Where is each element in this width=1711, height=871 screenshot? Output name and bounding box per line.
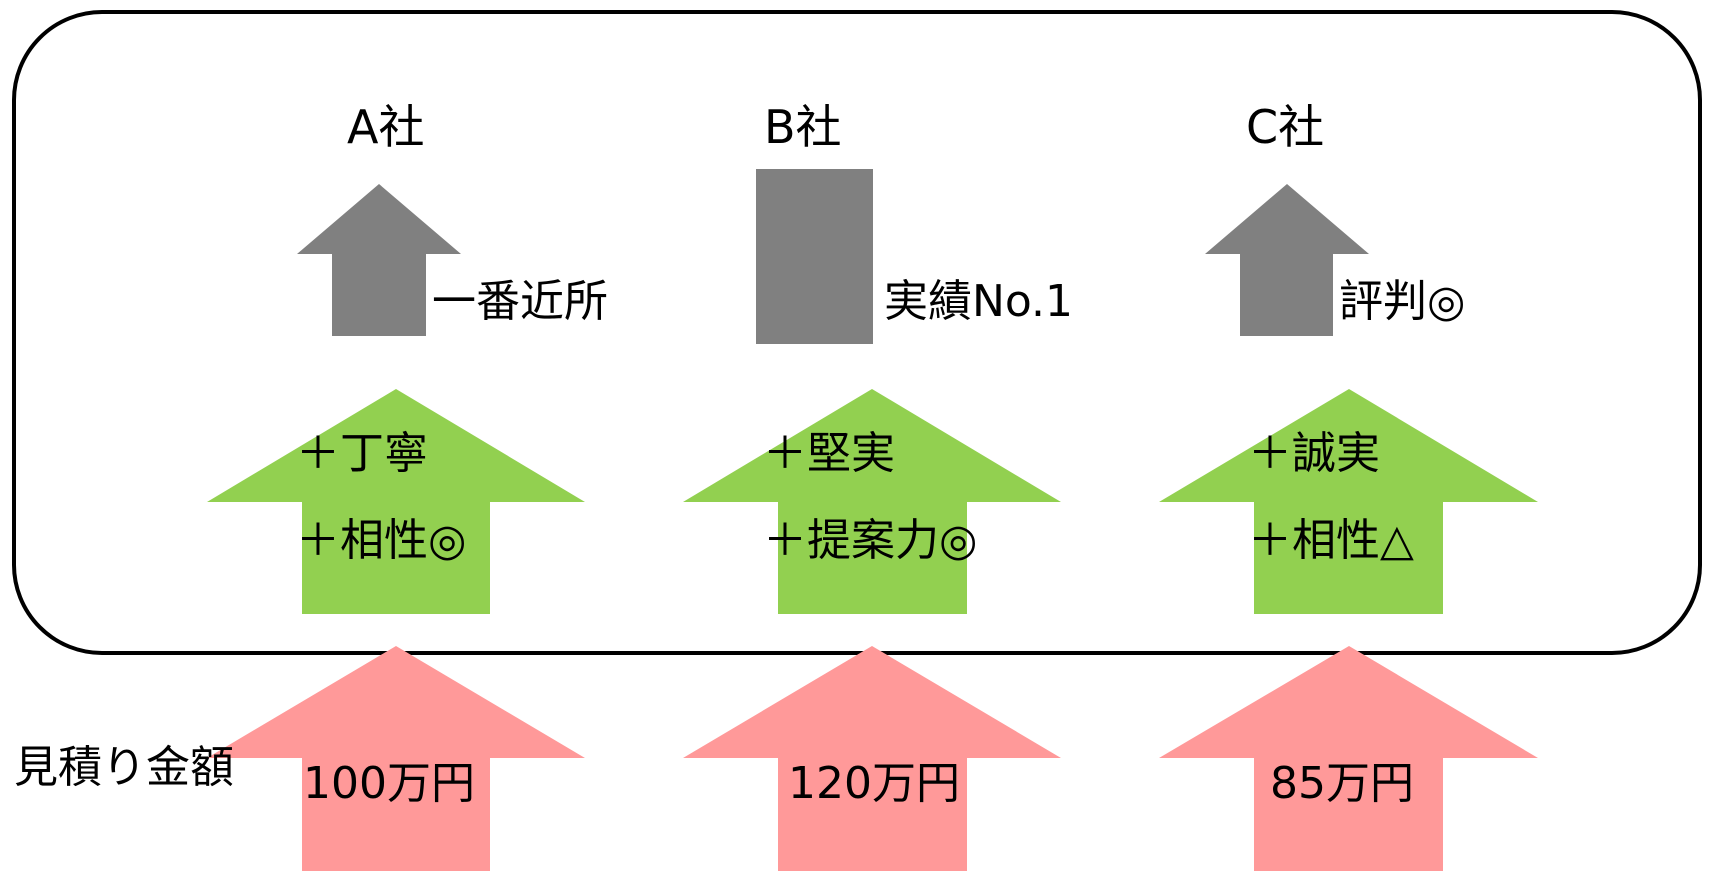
- pink-up-arrow-b: [683, 646, 1061, 871]
- gray-up-arrow-a: [297, 184, 461, 336]
- company-name-a: A社: [347, 100, 425, 154]
- green-up-arrow-c: [1159, 389, 1538, 614]
- plus-c-2: ＋相性△: [1248, 515, 1414, 566]
- price-a: 100万円: [303, 758, 475, 809]
- price-c: 85万円: [1270, 758, 1414, 809]
- gray-rect-b: [756, 169, 873, 344]
- estimate-label: 見積り金額: [14, 742, 234, 793]
- company-name-c: C社: [1246, 100, 1325, 154]
- plus-a-2: ＋相性◎: [296, 515, 467, 566]
- feature-a: 一番近所: [432, 276, 608, 327]
- green-up-arrow-a: [207, 389, 585, 614]
- green-up-arrow-b: [683, 389, 1061, 614]
- company-name-b: B社: [764, 100, 842, 154]
- price-b: 120万円: [788, 758, 960, 809]
- plus-c-1: ＋誠実: [1248, 428, 1380, 479]
- feature-b: 実績No.1: [884, 276, 1074, 327]
- plus-b-1: ＋堅実: [763, 428, 895, 479]
- plus-b-2: ＋提案力◎: [763, 515, 978, 566]
- pink-up-arrow-c: [1159, 646, 1538, 871]
- company-group-frame: [12, 10, 1702, 655]
- plus-a-1: ＋丁寧: [296, 428, 428, 479]
- gray-up-arrow-c: [1205, 184, 1369, 336]
- pink-up-arrow-a: [207, 646, 585, 871]
- feature-c: 評判◎: [1339, 276, 1466, 327]
